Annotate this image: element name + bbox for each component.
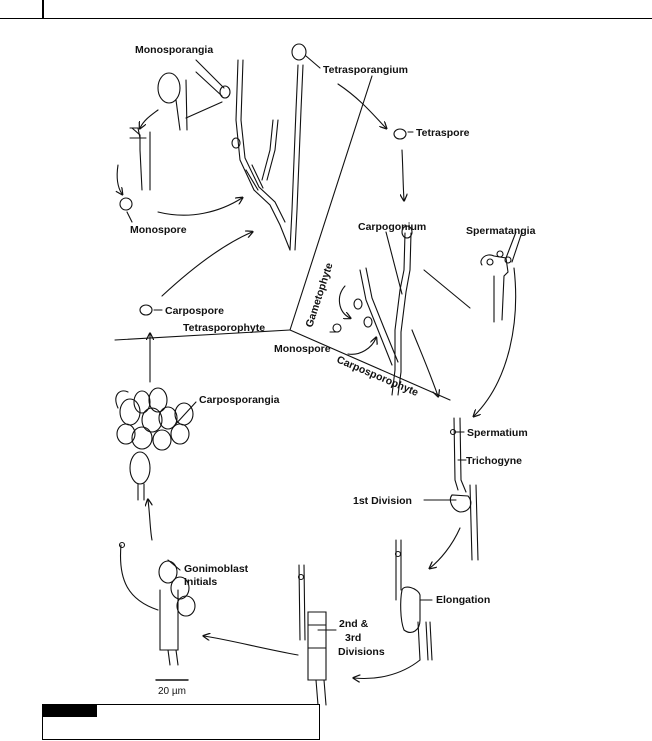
arrow-monospore-to-thallus <box>157 198 242 216</box>
page-header-rule <box>0 0 652 19</box>
label-carpospore: Carpospore <box>165 305 224 317</box>
tetrasporophyte-thallus <box>219 43 307 251</box>
leader-spermatangia-1 <box>505 231 517 259</box>
leader-monosporangia-3 <box>185 101 223 119</box>
arrow-to-gametophyte <box>402 149 404 200</box>
caption-box <box>42 704 320 740</box>
gametophyte-thallus <box>353 225 413 396</box>
label-divisions-line1: 2nd & <box>339 618 369 630</box>
monospore-cell-top <box>119 197 133 211</box>
leader-tetrasporangium <box>305 55 321 69</box>
arrow-to-carposporangia <box>148 500 152 541</box>
label-phase-carposporophyte: Carposporophyte <box>335 354 420 399</box>
label-elongation: Elongation <box>436 594 490 606</box>
arrow-spermatangia-to-spermatium <box>474 267 517 416</box>
arrow-to-monosporangium-detail <box>140 109 159 128</box>
arrow-carpogonium-to-fertilisation <box>411 329 438 396</box>
arrow-to-divisions <box>354 659 421 678</box>
leader-carposporangia <box>173 401 197 427</box>
label-gonimoblast-line1: Gonimoblast <box>184 563 249 575</box>
label-monospore-top: Monospore <box>130 224 187 236</box>
arrow-monospore-loop-1 <box>338 285 350 318</box>
leader-monosporangia-2 <box>195 71 223 97</box>
elongation-stage <box>394 539 433 661</box>
arrow-to-monospore <box>117 164 122 194</box>
label-tetrasporangium: Tetrasporangium <box>323 64 408 76</box>
arrow-to-gonimoblast <box>204 636 299 656</box>
label-spermatangia: Spermatangia <box>466 225 536 237</box>
label-first-division: 1st Division <box>353 495 412 507</box>
arrow-monospore-loop-2 <box>347 338 376 355</box>
arrow-carpospore-to-thallus <box>161 232 252 297</box>
carposporangia-cluster <box>115 387 194 501</box>
carposporophyte-divider-line <box>289 329 451 401</box>
gonimoblast-stage <box>118 541 196 666</box>
label-phase-gametophyte: Gametophyte <box>303 261 335 329</box>
tetrasporophyte-divider-line <box>114 329 291 341</box>
header-divider <box>42 0 44 18</box>
leader-monospore-top <box>126 211 133 223</box>
divisions-stage <box>297 564 327 706</box>
label-phase-tetrasporophyte: Tetrasporophyte <box>183 322 265 334</box>
gametophyte-divider-line <box>289 75 373 331</box>
label-monosporangia: Monosporangia <box>135 44 213 56</box>
trichogyne-stage <box>449 417 479 561</box>
tetraspore-cell <box>393 128 407 140</box>
label-trichogyne: Trichogyne <box>466 455 522 467</box>
leader-spermatangia-link <box>423 269 471 309</box>
leader-monosporangia-1 <box>195 59 225 89</box>
label-gonimoblast-line2: Initials <box>184 576 217 588</box>
carpospore-cell <box>139 304 153 316</box>
arrow-to-elongation <box>430 527 461 568</box>
label-carpogonium: Carpogonium <box>358 221 426 233</box>
arrow-to-tetraspore <box>337 83 386 128</box>
label-tetraspore: Tetraspore <box>416 127 470 139</box>
leader-carpogonium <box>385 231 403 295</box>
monosporangia-detail <box>129 72 188 191</box>
leader-gonimoblast <box>167 559 181 571</box>
diagram-labels: Monosporangia Tetrasporangium Tetraspore… <box>130 44 536 697</box>
label-carposporangia: Carposporangia <box>199 394 280 406</box>
label-divisions-line3: Divisions <box>338 646 385 658</box>
label-scale-bar: 20 µm <box>158 686 186 697</box>
label-spermatium: Spermatium <box>467 427 528 439</box>
monospore-cell-mid <box>332 323 342 333</box>
spermatangia-detail <box>480 250 512 323</box>
label-monospore-mid: Monospore <box>274 343 331 355</box>
label-divisions-line2: 3rd <box>345 632 361 644</box>
caption-tab <box>43 705 97 717</box>
leader-spermatangia-2 <box>511 231 523 263</box>
